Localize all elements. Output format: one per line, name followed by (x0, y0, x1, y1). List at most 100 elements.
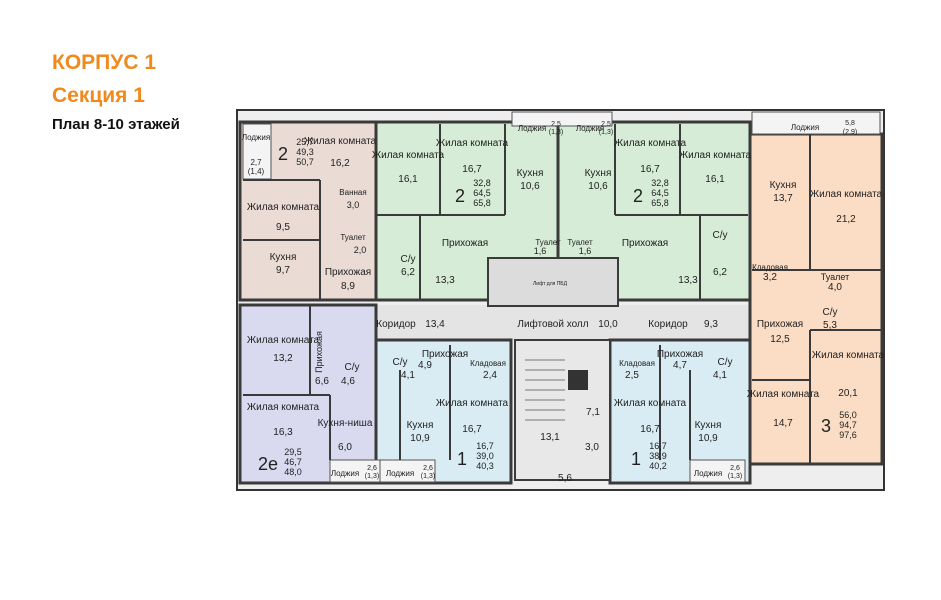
apt-rooms: 2е (258, 454, 278, 474)
apt-area-no-loggia: 49,3 (296, 147, 314, 157)
room-label: Кладовая (470, 359, 506, 368)
apt-rooms: 2 (633, 186, 643, 206)
loggia-area: 5,8 (845, 120, 855, 127)
loggia-label: Лоджия (694, 469, 722, 478)
loggia-orange (751, 111, 881, 135)
room-area: 16,3 (273, 427, 293, 438)
room-label: С/у (393, 357, 408, 368)
room-label: Туалет (821, 272, 849, 282)
apt-area-living: 32,8 (651, 178, 669, 188)
loggia-area: 2,6 (367, 465, 377, 472)
apt-area-no-loggia: 94,7 (839, 420, 857, 430)
loggia-area: 2,7 (250, 158, 262, 167)
loggia-bottom-3 (689, 459, 746, 483)
room-label: Кладовая (619, 359, 655, 368)
room-area: 3,0 (347, 200, 360, 210)
room-area: 6,0 (338, 442, 352, 453)
stair-area: 5,6 (558, 473, 572, 484)
room-area: 1,6 (534, 246, 547, 256)
room-area: 5,3 (823, 320, 837, 331)
loggia-area-k: (1,3) (549, 129, 563, 136)
room-label: Кухня (517, 168, 544, 179)
apt-area-living: 16,7 (649, 441, 667, 451)
room-label: Жилая комната (372, 150, 445, 161)
room-label: С/у (401, 254, 416, 265)
apt-rooms: 2 (455, 186, 465, 206)
room-area: 16,7 (462, 164, 482, 175)
room-label: Кухня (270, 252, 297, 263)
room-label: Жилая комната (679, 150, 752, 161)
apt-area-living: 32,8 (473, 178, 491, 188)
room-area: 4,7 (673, 360, 687, 371)
loggia-label: Лоджия (242, 133, 270, 142)
lift-label: Лифт для ПБД (533, 281, 568, 287)
room-area: 12,5 (770, 334, 790, 345)
apt-blue-right[interactable] (608, 338, 752, 485)
room-label: Ванная (339, 188, 366, 197)
room-area: 9,5 (276, 222, 290, 233)
room-area: 6,2 (401, 267, 415, 278)
room-label: Прихожая (657, 349, 703, 360)
room-area: 10,9 (410, 433, 430, 444)
apt-orange[interactable] (748, 132, 884, 466)
corridor-band (340, 305, 750, 340)
room-area: 13,3 (678, 275, 698, 286)
room-area: 4,0 (828, 282, 842, 293)
room-area: 10,6 (520, 181, 540, 192)
apt-rooms: 3 (821, 416, 831, 436)
room-area: 20,1 (838, 388, 858, 399)
apt-blue-left[interactable] (374, 338, 513, 485)
apt-area-total: 48,0 (284, 467, 302, 477)
room-area: 6,2 (713, 267, 727, 278)
loggia-area: 2,5 (551, 121, 561, 128)
room-label: Прихожая (422, 349, 468, 360)
room-label: Прихожая (325, 267, 371, 278)
room-label: Туалет (340, 233, 366, 242)
room-area: 13,3 (435, 275, 455, 286)
room-label: Жилая комната (247, 202, 320, 213)
apt-rooms: 1 (457, 449, 467, 469)
wheelchair-icon (568, 370, 588, 390)
room-area: 14,7 (773, 418, 793, 429)
apt-area-no-loggia: 39,0 (476, 451, 494, 461)
room-label: Прихожая (314, 331, 324, 373)
room-area: 16,7 (640, 424, 660, 435)
room-label: Кухня (585, 168, 612, 179)
apt-rooms: 2 (278, 144, 288, 164)
stair-area: 3,0 (585, 442, 599, 453)
room-area: 13,7 (773, 193, 793, 204)
room-label: Кухня (770, 180, 797, 191)
room-label: Жилая комната (304, 136, 377, 147)
loggia-area: 2,6 (423, 465, 433, 472)
loggia-area: 2,6 (730, 465, 740, 472)
room-area: 4,1 (713, 370, 727, 381)
corridor-label: Коридор (648, 319, 688, 330)
loggia-area-k: (1,3) (728, 473, 742, 480)
loggia-label: Лоджия (386, 469, 414, 478)
apt-area-total: 40,3 (476, 461, 494, 471)
section-title: Секция 1 (52, 84, 145, 107)
room-area: 6,6 (315, 376, 329, 387)
room-area: 2,0 (354, 245, 367, 255)
room-area: 16,7 (640, 164, 660, 175)
room-label: Жилая комната (436, 398, 509, 409)
room-label: Жилая комната (614, 138, 687, 149)
room-label: Прихожая (622, 238, 668, 249)
room-label: Жилая комната (747, 389, 820, 400)
room-label: Туалет (535, 238, 561, 247)
room-label: Жилая комната (812, 350, 885, 361)
loggia-area-k: (1,3) (421, 473, 435, 480)
stair-area: 13,1 (540, 432, 560, 443)
room-label: Туалет (567, 238, 593, 247)
loggia-label: Лоджия (331, 469, 359, 478)
room-label: Жилая комната (810, 189, 883, 200)
apt-area-total: 97,6 (839, 430, 857, 440)
room-area: 10,9 (698, 433, 718, 444)
room-label: Кухня-ниша (318, 418, 373, 429)
loggia-label: Лоджия (518, 124, 546, 133)
room-area: 13,2 (273, 353, 293, 364)
loggia-area-k: (2,9) (843, 129, 857, 136)
loggia-label: Лоджия (791, 123, 819, 132)
loggia-area-k: (1,4) (248, 167, 265, 176)
room-area: 16,2 (330, 158, 350, 169)
